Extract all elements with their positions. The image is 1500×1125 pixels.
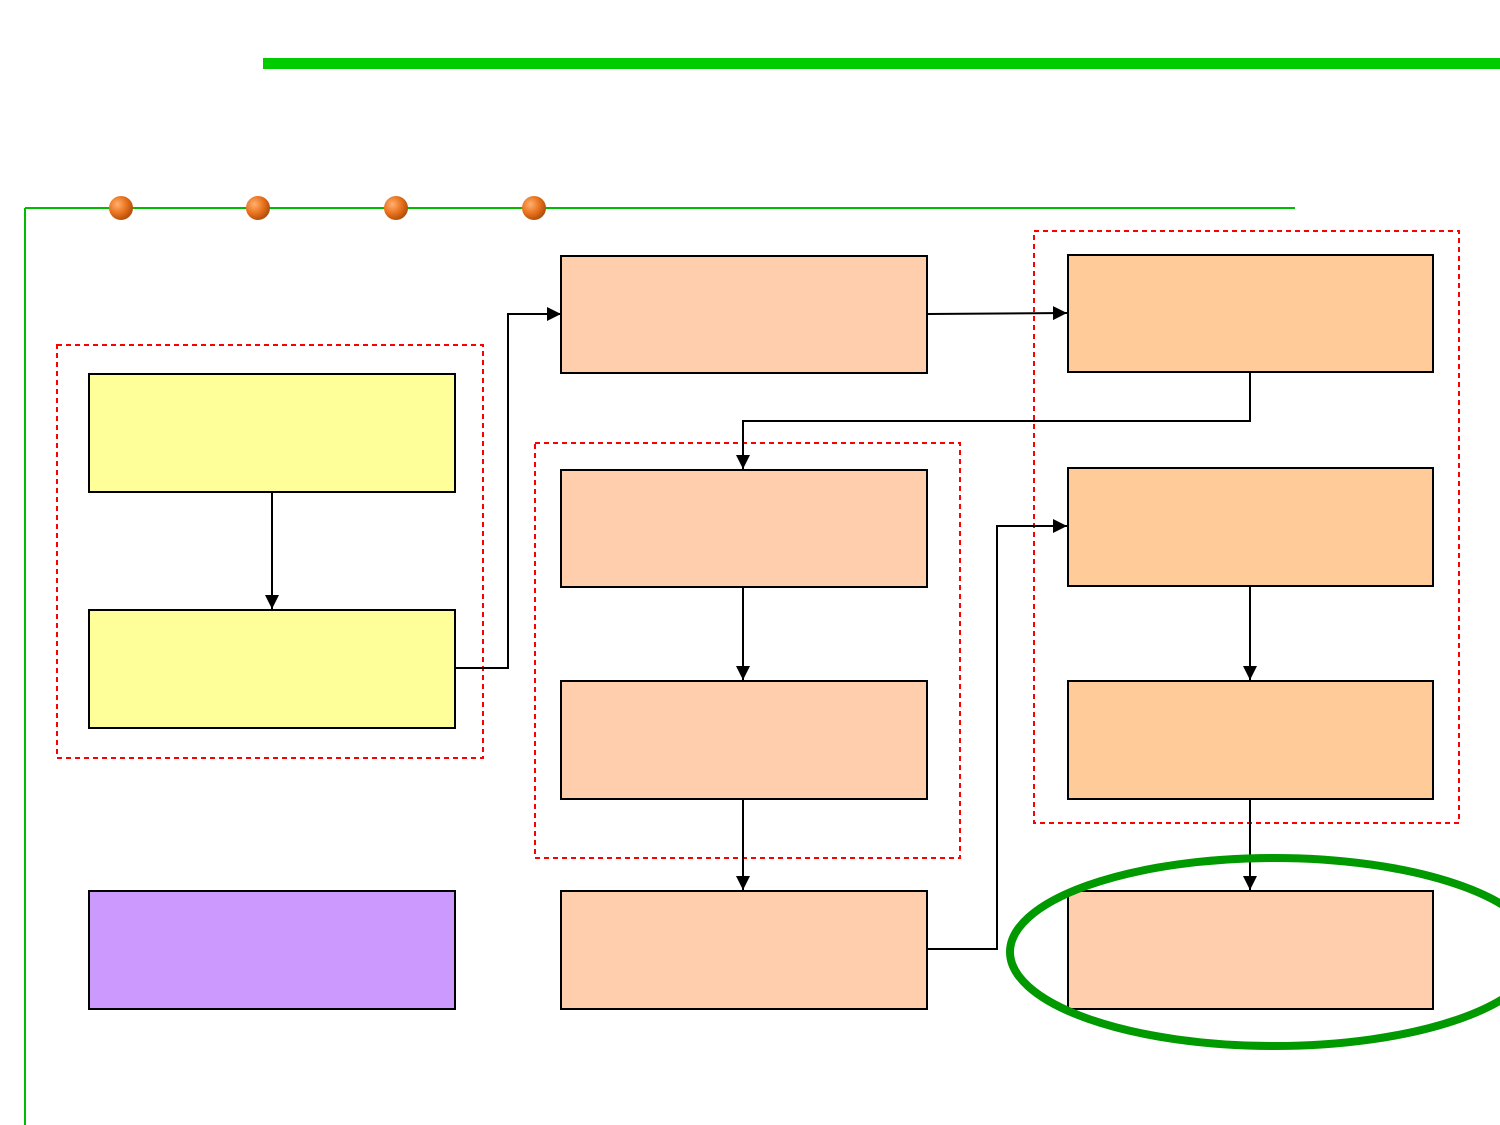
node-left-middle-box xyxy=(88,609,456,729)
node-left-bottom-box xyxy=(88,890,456,1010)
node-right-lower-box xyxy=(1067,680,1434,800)
node-center-top-box xyxy=(560,255,928,374)
node-left-bottom xyxy=(88,890,456,1010)
bullet-dots xyxy=(109,196,546,220)
connectors xyxy=(265,306,1257,950)
node-center-upper-box xyxy=(560,469,928,588)
connector-center-top-to-right-top xyxy=(927,306,1068,321)
node-left-top-box xyxy=(88,373,456,493)
slide-frame xyxy=(24,207,1295,1125)
connector-left-middle-to-center-top xyxy=(456,307,561,669)
connector-center-bottom-to-right-upper xyxy=(928,519,1067,950)
node-center-top xyxy=(560,255,928,374)
node-right-upper-box xyxy=(1067,467,1434,587)
bullet-dot xyxy=(522,196,546,220)
group-center-outline xyxy=(534,442,961,859)
node-center-bottom-box xyxy=(560,890,928,1010)
node-right-bottom-box xyxy=(1067,890,1434,1010)
node-center-lower-box xyxy=(560,680,928,800)
top-accent-bar xyxy=(263,58,1500,69)
connector-right-top-to-center-upper xyxy=(736,373,1251,469)
node-right-lower xyxy=(1067,680,1434,800)
nodes xyxy=(88,254,1434,1010)
node-center-lower xyxy=(560,680,928,800)
node-left-top xyxy=(88,373,456,493)
node-right-upper xyxy=(1067,467,1434,587)
group-left-outline xyxy=(56,344,484,759)
node-right-bottom xyxy=(1067,890,1434,1010)
node-center-upper xyxy=(560,469,928,588)
node-right-top-box xyxy=(1067,254,1434,373)
node-right-top xyxy=(1067,254,1434,373)
node-center-bottom xyxy=(560,890,928,1010)
bullet-dot xyxy=(384,196,408,220)
highlight-ellipse xyxy=(1006,854,1500,1050)
bullet-dot xyxy=(109,196,133,220)
node-left-middle xyxy=(88,609,456,729)
bullet-dot xyxy=(246,196,270,220)
